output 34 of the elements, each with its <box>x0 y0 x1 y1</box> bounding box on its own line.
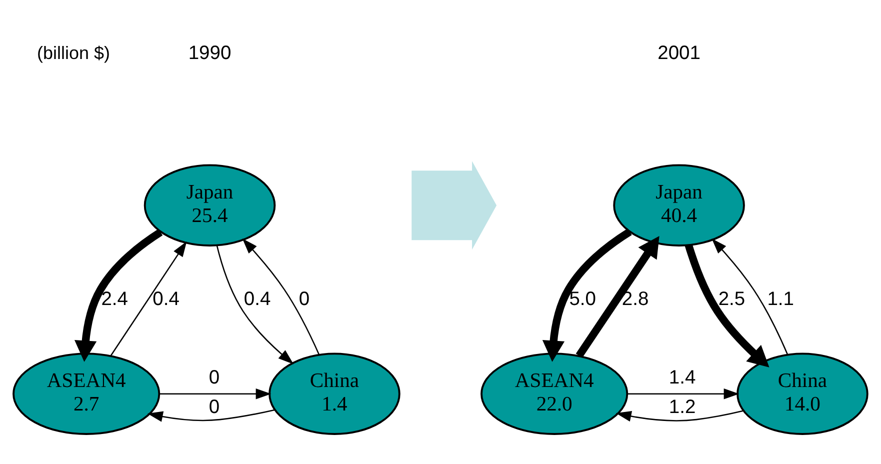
node-ellipse: ASEAN4 2.7 <box>12 352 160 434</box>
arrow <box>684 243 770 367</box>
node-ellipse: ASEAN4 22.0 <box>480 352 628 434</box>
node-ellipse: Japan 40.4 <box>613 164 745 246</box>
edge-label: 2.8 <box>622 288 649 310</box>
node-ellipse: China 1.4 <box>268 352 400 434</box>
arrow <box>576 236 660 358</box>
edge-label: 0 <box>208 367 220 388</box>
edge-label: 0.4 <box>152 288 180 310</box>
arrow <box>616 410 744 422</box>
label: 2001 <box>658 42 700 64</box>
arrow <box>159 388 272 399</box>
edge-label: 0.4 <box>244 288 271 310</box>
edge-label: 1.4 <box>668 367 696 388</box>
arrow <box>110 240 187 356</box>
label: (billion $) <box>37 42 110 63</box>
label: 1990 <box>188 42 232 64</box>
arrow <box>74 228 163 362</box>
node-ellipse: China 14.0 <box>736 352 868 434</box>
edge-label: 1.2 <box>668 396 696 418</box>
arrow <box>712 238 788 354</box>
arrow <box>627 388 740 399</box>
edge-label: 2.5 <box>718 288 746 310</box>
node-arrow <box>412 160 497 250</box>
arrow <box>542 228 632 362</box>
arrow <box>216 244 294 364</box>
edge-label: 5.0 <box>569 288 596 310</box>
arrow <box>147 408 276 422</box>
edge-label: 1.1 <box>767 288 794 310</box>
edge-label: 0 <box>208 396 220 418</box>
node-ellipse: Japan 25.4 <box>144 164 276 246</box>
edge-label: 0 <box>298 288 310 310</box>
arrow <box>242 238 320 355</box>
edge-label: 2.4 <box>101 288 128 310</box>
